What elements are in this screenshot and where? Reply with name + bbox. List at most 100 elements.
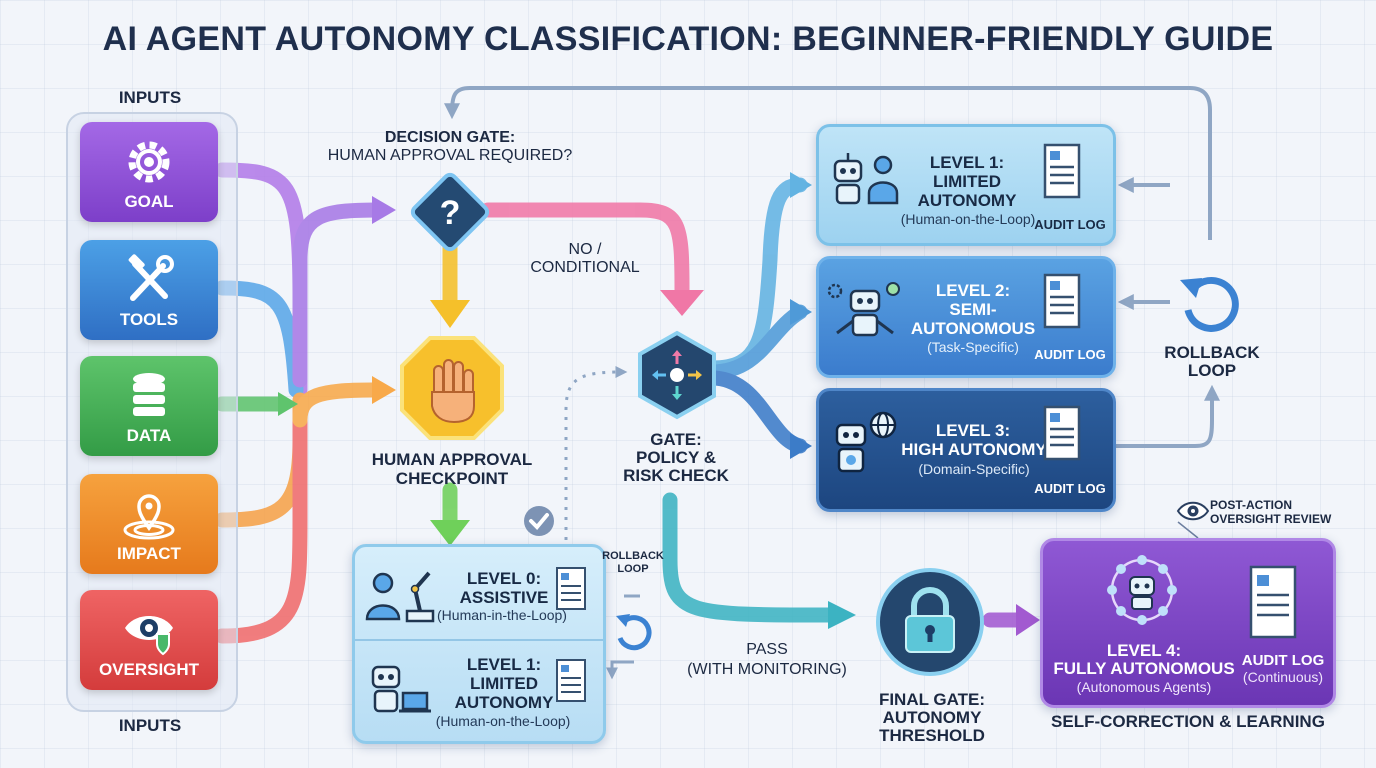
audit-log-icon [1043, 405, 1081, 461]
checkpoint-line2: CHECKPOINT [395, 469, 509, 488]
level4-audit: AUDIT LOG [1241, 652, 1325, 669]
decision-gate-subtitle: HUMAN APPROVAL REQUIRED? [327, 147, 573, 164]
rollback-small-icon [616, 614, 652, 651]
pass-line2: (WITH MONITORING) [687, 661, 847, 678]
robot-human-icon [833, 153, 899, 205]
level2-right-sub: (Task-Specific) [927, 339, 1019, 355]
policy-line1: GATE: [650, 430, 702, 449]
input-impact: IMPACT [80, 474, 218, 574]
no-stream [480, 202, 690, 298]
level2-right-audit: AUDIT LOG [1034, 347, 1106, 362]
padlock-icon [905, 587, 955, 653]
to-checkpoint-stream [292, 382, 380, 428]
to-decision-stream [292, 202, 388, 388]
level1-bottom-t1: LEVEL 1: [466, 655, 542, 674]
level1-bottom-t3: AUTONOMY [454, 693, 554, 712]
question-mark-icon: ? [440, 194, 461, 232]
robot-laptop-icon [371, 665, 431, 713]
level2-right-t1: LEVEL 2: [935, 281, 1011, 300]
to-level1-stream [704, 177, 808, 376]
input-goal-label: GOAL [124, 192, 174, 211]
robot-globe-icon [835, 411, 897, 473]
audit-log-icon [556, 567, 586, 610]
rollback-loop-icon [1180, 276, 1239, 332]
policy-line2: POLICY & [636, 448, 716, 467]
inputs-header-bottom: INPUTS [118, 716, 182, 735]
input-tools: TOOLS [80, 240, 218, 340]
rollback-big-line1: ROLLBACK [1164, 343, 1260, 362]
level3-right-audit: AUDIT LOG [1034, 481, 1106, 496]
hand-stop-icon [431, 359, 475, 424]
level3-right-t2: HIGH AUTONOMY [901, 440, 1047, 459]
input-oversight: OVERSIGHT [80, 590, 218, 690]
inputs-header-top: INPUTS [118, 88, 182, 107]
level1-right-t2: LIMITED [933, 172, 1001, 191]
conditional-label: CONDITIONAL [530, 259, 640, 276]
level1-right-audit: AUDIT LOG [1034, 217, 1106, 232]
checkpoint-line1: HUMAN APPROVAL [371, 450, 533, 469]
level3-right-t1: LEVEL 3: [935, 421, 1011, 440]
audit-log-icon [1043, 143, 1081, 199]
rollback-small-line2: LOOP [617, 563, 649, 575]
audit-log-icon [1043, 273, 1081, 329]
post-action-line1: POST-ACTION [1210, 498, 1293, 512]
level0-t2: ASSISTIVE [459, 588, 549, 607]
level4-sub: (Autonomous Agents) [1076, 679, 1212, 695]
human-robot-arm-icon [365, 571, 435, 623]
level1-right-box: LEVEL 1: LIMITED AUTONOMY (Human-on-the-… [816, 124, 1116, 246]
input-data-label: DATA [126, 426, 172, 445]
post-action-line2: OVERSIGHT REVIEW [1210, 512, 1332, 526]
input-goal: GOAL [80, 122, 218, 222]
input-tools-label: TOOLS [119, 310, 179, 329]
level1-right-sub: (Human-on-the-Loop) [900, 211, 1036, 227]
level3-right-sub: (Domain-Specific) [918, 461, 1030, 477]
level1-bottom-t2: LIMITED [470, 674, 538, 693]
gear-icon [128, 141, 170, 183]
input-oversight-label: OVERSIGHT [98, 660, 200, 679]
pass-line1: PASS [746, 641, 788, 658]
final-gate-line1: FINAL GATE: [878, 690, 986, 709]
lower-levels-box: LEVEL 0: ASSISTIVE (Human-in-the-Loop) L… [352, 544, 606, 744]
final-gate-line3: THRESHOLD [879, 726, 985, 745]
no-label: NO / [568, 241, 602, 258]
network-robot-icon [1107, 555, 1177, 625]
level2-right-t2: SEMI- [949, 300, 997, 319]
audit-log-icon [1249, 565, 1297, 639]
decision-gate-title: DECISION GATE: [384, 129, 516, 146]
level4-t2: FULLY AUTONOMOUS [1053, 659, 1235, 678]
level4-audit-sub: (Continuous) [1242, 669, 1324, 685]
input-impact-label: IMPACT [117, 544, 181, 563]
audit-log-icon [556, 659, 586, 702]
level4-t1: LEVEL 4: [1106, 641, 1182, 660]
policy-line3: RISK CHECK [623, 466, 729, 485]
risk-check-icon [652, 350, 702, 400]
policy-hexagon [638, 330, 716, 420]
final-gate-circle [876, 568, 984, 676]
final-gate-line2: AUTONOMY [882, 708, 982, 727]
level1-right-t3: AUTONOMY [917, 191, 1017, 210]
database-icon [133, 373, 165, 416]
pass-stream [662, 492, 838, 623]
eye-shield-icon [125, 616, 173, 656]
self-correction-label: SELF-CORRECTION & LEARNING [1051, 712, 1325, 731]
decision-diamond: ? [410, 172, 490, 252]
oversight-stream [214, 412, 308, 644]
level1-right-t1: LEVEL 1: [929, 153, 1005, 172]
stop-octagon [400, 336, 504, 440]
level3-right-box: LEVEL 3: HIGH AUTONOMY (Domain-Specific)… [816, 388, 1116, 512]
level0-sub: (Human-in-the-Loop) [437, 607, 567, 623]
eye-icon [1176, 501, 1210, 521]
level2-right-t3: AUTONOMOUS [910, 319, 1036, 338]
location-ripple-icon [123, 494, 175, 540]
check-badge-icon [524, 506, 554, 536]
input-data: DATA [80, 356, 218, 456]
rollback-big-line2: LOOP [1187, 361, 1237, 380]
level1-bottom-sub: (Human-on-the-Loop) [435, 713, 571, 729]
level0-t1: LEVEL 0: [466, 569, 542, 588]
rollback-small-line1: ROLLBACK [602, 550, 664, 562]
level4-box: LEVEL 4: FULLY AUTONOMOUS (Autonomous Ag… [1040, 538, 1336, 708]
multitask-robot-icon [827, 282, 900, 337]
wrench-hammer-icon [128, 254, 174, 301]
page-title: AI AGENT AUTONOMY CLASSIFICATION: BEGINN… [102, 20, 1274, 58]
level2-right-box: LEVEL 2: SEMI- AUTONOMOUS (Task-Specific… [816, 256, 1116, 378]
